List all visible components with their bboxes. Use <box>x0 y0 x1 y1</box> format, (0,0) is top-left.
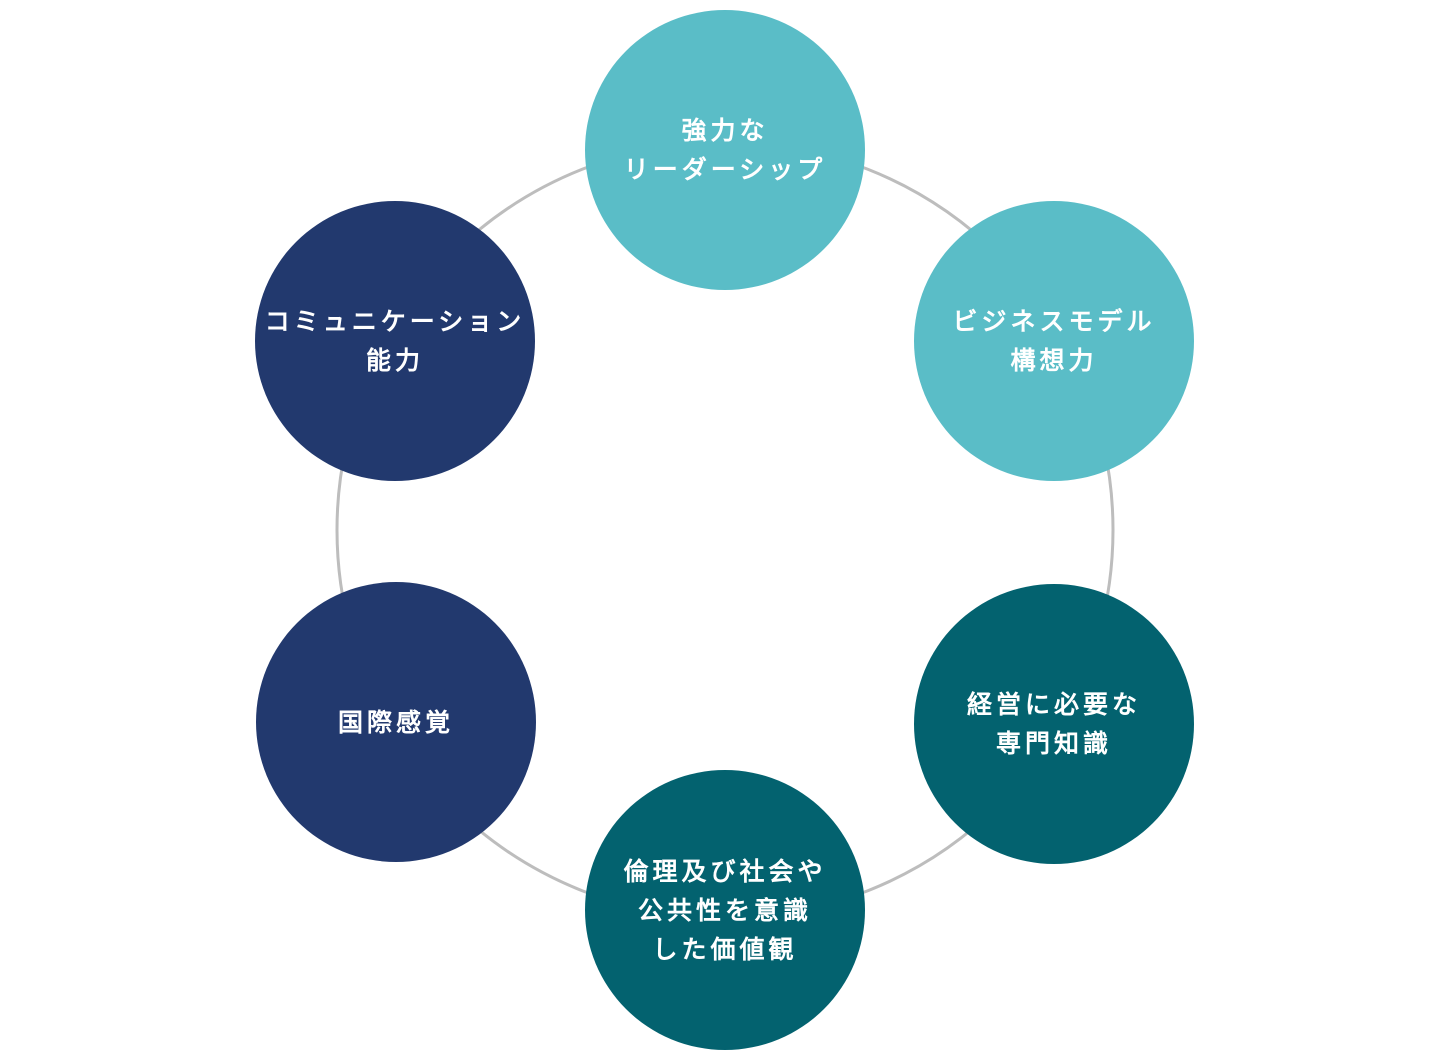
node-label: ビジネスモデル <box>952 307 1156 336</box>
node-global-sense: 国際感覚 <box>256 582 536 862</box>
node-label: 経営に必要な <box>966 690 1141 719</box>
node-label: 強力な <box>681 116 769 145</box>
node-ethics: 倫理及び社会や 公共性を意識 した価値観 <box>585 770 865 1050</box>
node-label: 公共性を意識 <box>637 895 812 925</box>
node-label: コミュニケーション <box>264 307 526 336</box>
node-communication: コミュニケーション 能力 <box>255 201 535 481</box>
node-label: 専門知識 <box>995 729 1112 758</box>
node-label: 構想力 <box>1010 346 1098 375</box>
node-expertise: 経営に必要な 専門知識 <box>914 584 1194 864</box>
node-label: リーダーシップ <box>623 155 827 184</box>
node-label: 倫理及び社会や <box>623 856 827 886</box>
node-label: 能力 <box>365 346 424 375</box>
node-leadership: 強力な リーダーシップ <box>585 10 865 290</box>
node-label: した価値観 <box>652 934 798 964</box>
node-business-model: ビジネスモデル 構想力 <box>914 201 1194 481</box>
node-label: 国際感覚 <box>337 707 454 737</box>
